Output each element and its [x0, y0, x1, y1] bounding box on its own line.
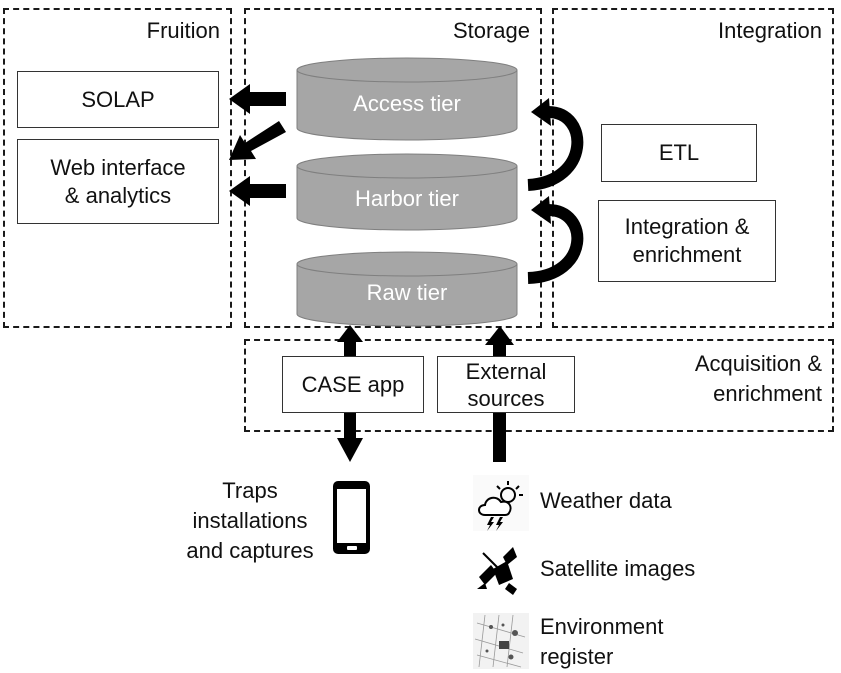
raw-tier-label: Raw tier [366, 280, 448, 305]
map-register-icon [473, 613, 529, 669]
external-sources-line2: sources [467, 385, 545, 411]
environment-register-label: Environment register [540, 612, 664, 672]
fruition-title: Fruition [146, 18, 220, 43]
integration-title: Integration [718, 18, 822, 43]
access-tier-label: Access tier [353, 91, 461, 116]
traps-line3: and captures [186, 538, 314, 563]
acquisition-title-line1: Acquisition & [694, 351, 822, 376]
storage-title: Storage [452, 18, 530, 43]
web-interface-line2: & analytics [64, 182, 172, 208]
environment-register-line2: register [540, 644, 614, 669]
weather-data-label: Weather data [540, 488, 672, 513]
etl-label: ETL [658, 140, 700, 165]
solap-box: SOLAP [17, 71, 219, 128]
satellite-images-label: Satellite images [540, 556, 696, 581]
web-interface-box: Web interface & analytics [17, 139, 219, 224]
case-app-label: CASE app [301, 371, 405, 397]
external-sources-line1: External [465, 358, 547, 384]
web-interface-line1: Web interface [50, 154, 186, 180]
case-app-box: CASE app [282, 356, 424, 413]
smartphone-icon [333, 481, 370, 554]
acquisition-zone: Acquisition & enrichment [244, 339, 834, 432]
traps-line1: Traps [222, 478, 278, 503]
satellite-icon [477, 547, 517, 595]
traps-label: Traps installations and captures [170, 476, 330, 566]
acquisition-title-line2: enrichment [713, 381, 822, 406]
external-sources-box: External sources [437, 356, 575, 413]
weather-storm-icon [473, 475, 529, 531]
solap-label: SOLAP [81, 86, 155, 112]
environment-register-line1: Environment [540, 614, 664, 639]
integration-enrichment-line2: enrichment [632, 242, 742, 267]
etl-box: ETL [601, 124, 757, 182]
traps-line2: installations [192, 508, 308, 533]
integration-enrichment-line1: Integration & [624, 214, 750, 239]
harbor-tier-label: Harbor tier [355, 186, 459, 211]
acquisition-title: Acquisition & enrichment [695, 349, 822, 409]
integration-enrichment-box: Integration & enrichment [598, 200, 776, 282]
fruition-zone: Fruition [3, 8, 232, 328]
